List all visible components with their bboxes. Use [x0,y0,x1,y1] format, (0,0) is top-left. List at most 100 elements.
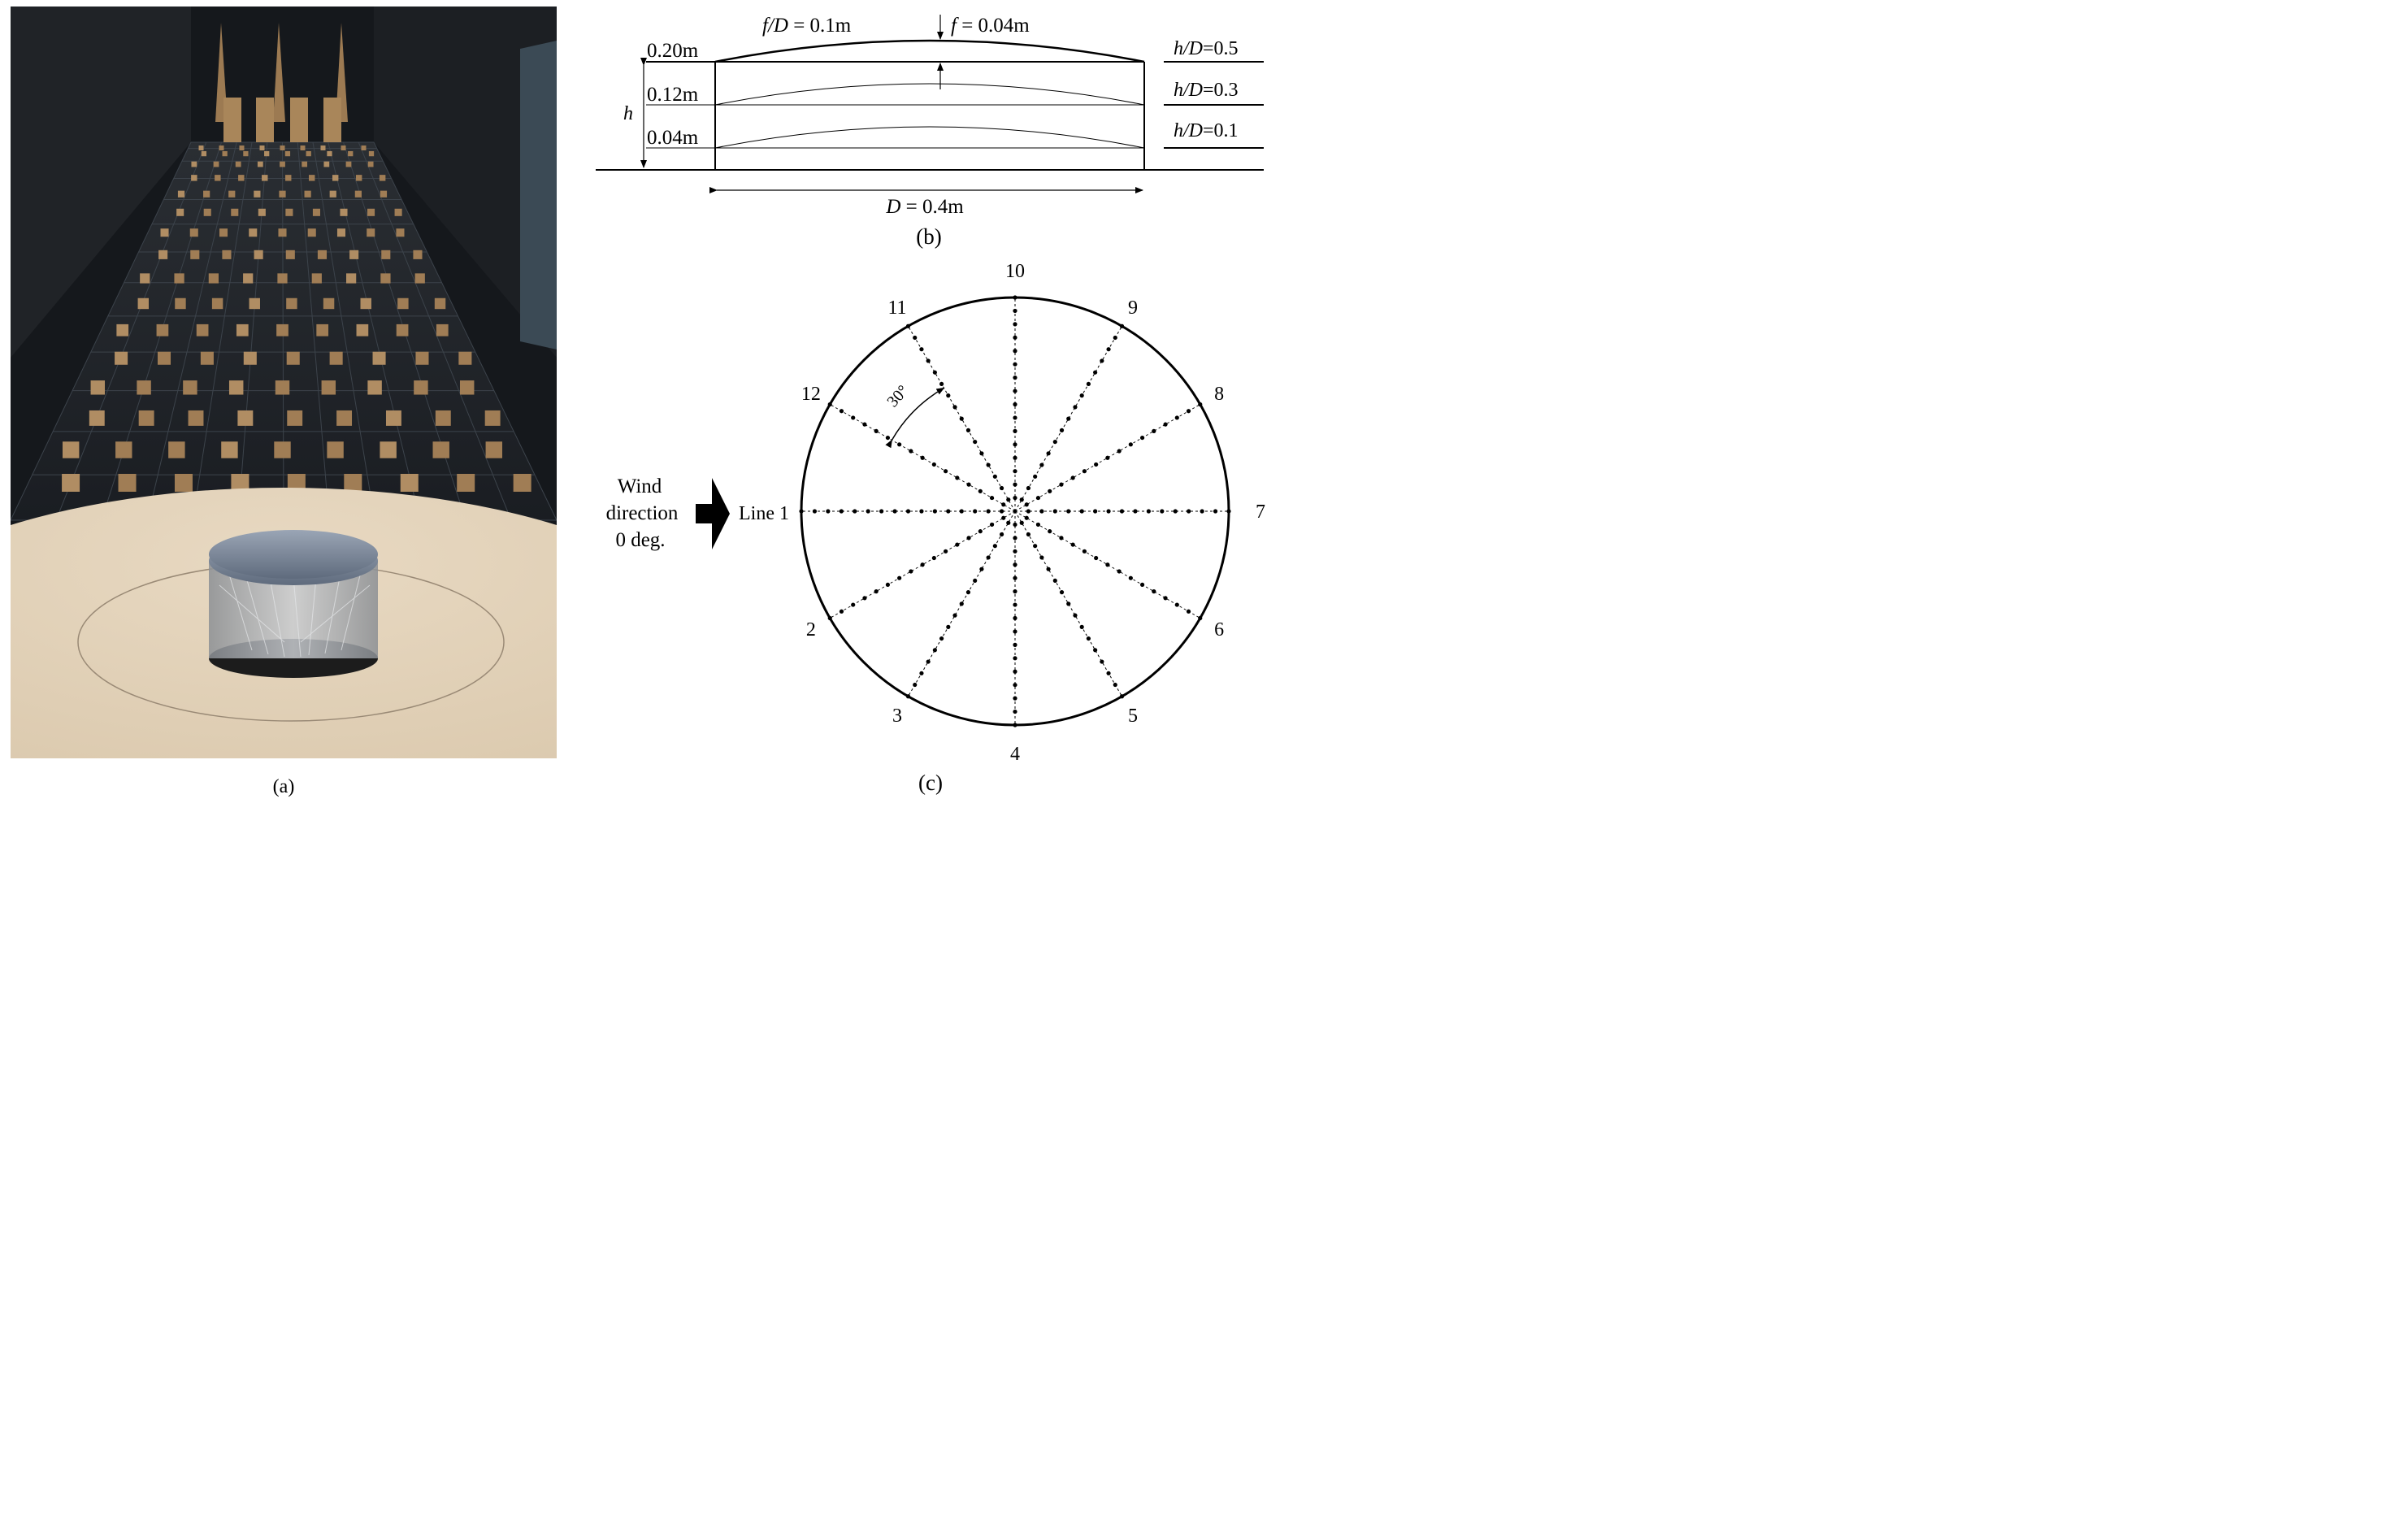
roughness-block [276,323,289,336]
pressure-tap [939,636,944,641]
pressure-tap [1013,415,1017,420]
roughness-block [158,250,168,259]
pressure-tap [1013,615,1017,621]
pressure-tap [1035,522,1041,528]
pressure-tap [1066,601,1071,606]
pressure-tap [1070,542,1075,547]
roughness-block [189,228,198,237]
roughness-block [208,273,219,284]
pressure-tap [1001,515,1006,520]
pressure-tap [999,532,1004,537]
pressure-tap [1052,578,1057,584]
roughness-block [320,145,326,150]
pressure-tap [1198,402,1203,407]
roughness-block [400,474,419,492]
pressure-tap [1073,613,1078,618]
roughness-block [237,410,254,426]
roughness-block [222,250,232,259]
pressure-tap [879,509,884,514]
roughness-block [323,297,335,310]
pressure-tap [1013,589,1017,594]
roughness-block [275,380,290,395]
pressure-tap [1100,659,1104,664]
pressure-tap [1046,451,1051,456]
roughness-block [435,410,451,426]
tap-line-8 [1014,404,1201,512]
roughness-block [249,228,258,237]
roughness-block [367,161,374,167]
pressure-tap [1119,694,1125,699]
roughness-block [361,145,367,150]
roughness-block [280,145,285,150]
roughness-block [118,474,137,492]
roughness-block [311,273,322,284]
roughness-block [345,161,352,167]
pressure-tap [1013,402,1017,407]
pressure-tap [1013,428,1017,433]
roughness-block [259,145,265,150]
roughness-block [381,250,391,259]
pressure-tap [1026,485,1031,491]
roughness-block [379,175,386,181]
pressure-tap [1035,495,1041,501]
roughness-block [346,273,357,284]
pressure-tap [885,582,891,588]
roughness-block [191,161,197,167]
roughness-block [349,250,359,259]
roughness-block [203,208,211,216]
tap-line-3 [908,510,1016,697]
roughness-block [355,175,362,181]
pressure-tap [1093,509,1098,514]
roughness-block [304,190,311,198]
pressure-tap [905,694,911,699]
roof-h03 [714,83,1145,106]
roughness-block [458,351,472,365]
pressure-tap [1128,442,1133,447]
line-label-12: 12 [801,384,821,405]
pressure-tap [1013,389,1017,393]
pressure-tap [1093,648,1098,653]
roughness-block [309,175,315,181]
line-label-6: 6 [1214,619,1224,640]
pressure-tap [1048,488,1052,493]
roughness-block [354,190,362,198]
roughness-block [413,250,423,259]
roughness-block [341,145,346,150]
pressure-tap [1226,509,1231,514]
line-label-7: 7 [1256,501,1265,523]
roughness-block [137,380,151,395]
line-label-1: Line 1 [739,503,789,524]
roughness-block [243,351,257,365]
roughness-block [397,297,409,310]
wind-tunnel-photo [11,7,557,758]
pressure-tap [1139,582,1145,588]
roughness-block [317,250,328,259]
line-label-2: 2 [806,619,816,640]
pressure-tap [946,509,951,514]
roughness-block [277,273,288,284]
pressure-tap [1174,602,1179,607]
roughness-block [235,161,241,167]
tap-line-11 [908,325,1016,512]
roughness-block [394,208,402,216]
roughness-block [367,380,382,395]
pressure-tap [986,555,991,560]
pressure-tap [1200,509,1204,514]
wind-label-line2: direction [606,502,679,524]
roughness-block [385,410,401,426]
pressure-tap [1026,532,1031,537]
wind-label-line1: Wind [618,475,662,497]
pressure-tap [931,462,936,467]
pressure-tap [905,323,911,328]
pressure-tap [851,415,856,420]
roughness-block [285,175,292,181]
pressure-tap [1059,482,1064,487]
pressure-tap [1006,497,1011,502]
line-label-11: 11 [887,297,906,319]
roughness-block [89,410,105,426]
roughness-block [264,150,270,157]
roughness-block [323,161,330,167]
pressure-tap [965,428,971,432]
pressure-tap [959,509,964,514]
pressure-tap [1052,439,1057,445]
